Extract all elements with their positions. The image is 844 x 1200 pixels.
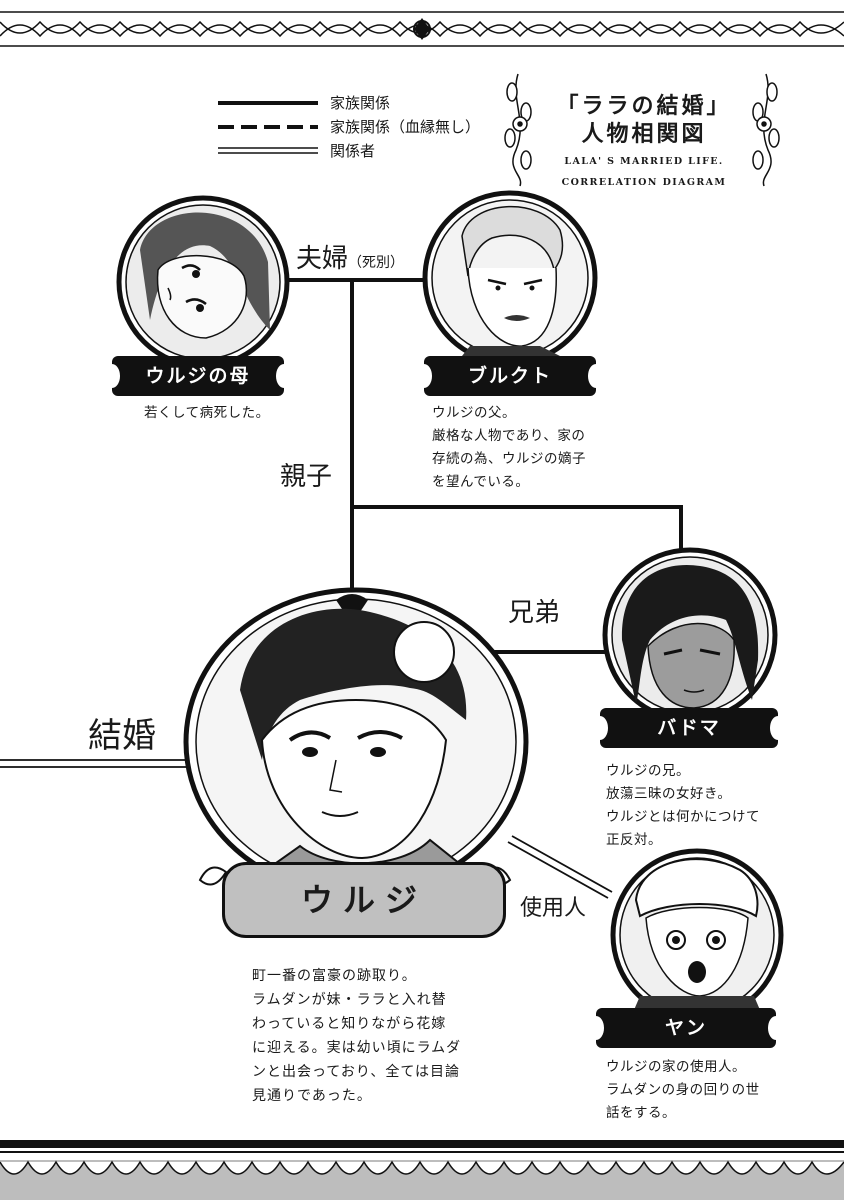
nametag-urji: ウルジ: [222, 862, 506, 938]
relation-couple-label: 夫婦: [296, 244, 349, 274]
relation-couple-note: （死別）: [348, 255, 405, 271]
title-vine-right: [752, 73, 780, 187]
servant-line-b: [507, 841, 609, 899]
desc-yan: ウルジの家の使用人。 ラムダンの身の回りの世 話をする。: [606, 1059, 760, 1121]
nametag-badma: バドマ: [592, 708, 786, 748]
relation-marriage: 結婚: [88, 716, 156, 756]
top-border-ornament: [0, 11, 844, 47]
relation-parent-child: 親子: [280, 462, 333, 492]
connector-lines: [0, 278, 683, 899]
relation-brothers: 兄弟: [508, 598, 561, 628]
portrait-yan: [610, 848, 784, 1022]
title-english-line-2: CORRELATION DIAGRAM: [561, 177, 727, 188]
portrait-badma: [602, 547, 778, 723]
legend-family: 家族関係: [330, 94, 391, 112]
relation-couple: 夫婦（死別）: [296, 244, 404, 278]
desc-urji-mother: 若くして病死した。: [144, 405, 270, 421]
sibling-branch-line: [352, 505, 683, 550]
diagram-title: 「ララの結婚」 人物相関図 LALA' S MARRIED LIFE. CORR…: [528, 92, 760, 190]
desc-burkut: ウルジの父。 厳格な人物であり、家の 存続の為、ウルジの嫡子 を望んでいる。: [432, 405, 586, 490]
nametag-urji-mother: ウルジの母: [104, 356, 292, 396]
desc-urji: 町一番の富豪の跡取り。 ラムダンが妹・ララと入れ替 わっていると知りながら花嫁 …: [252, 968, 462, 1104]
servant-line-a: [511, 835, 613, 893]
relation-servant: 使用人: [520, 896, 587, 921]
portrait-burkut: [422, 190, 598, 366]
legend-family-no-blood: 家族関係（血縁無し）: [330, 118, 481, 136]
title-line-1: 「ララの結婚」: [556, 93, 732, 119]
desc-badma: ウルジの兄。 放蕩三昧の女好き。 ウルジとは何かにつけて 正反対。: [606, 763, 760, 848]
legend-lines: [218, 101, 318, 154]
title-english-line-1: LALA' S MARRIED LIFE.: [564, 156, 724, 167]
nametag-yan: ヤン: [588, 1008, 784, 1048]
bottom-border-ornament: [0, 1140, 844, 1200]
portrait-urji: [183, 587, 529, 897]
portrait-urji-mother: [116, 195, 290, 369]
nametag-burkut: ブルクト: [416, 356, 604, 396]
title-line-2: 人物相関図: [581, 121, 707, 147]
legend-associate: 関係者: [330, 142, 376, 160]
title-vine-left: [504, 73, 532, 187]
